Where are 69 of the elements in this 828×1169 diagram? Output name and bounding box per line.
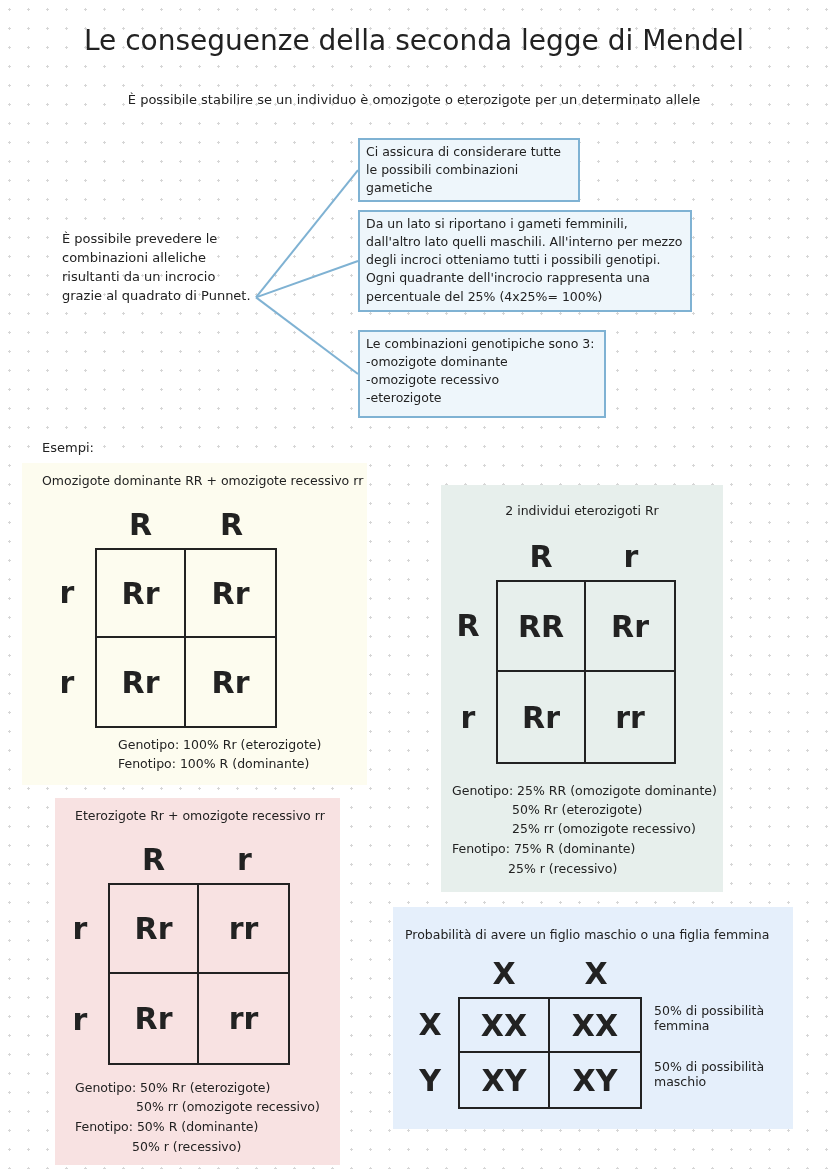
note-text: -omozigote recessivo	[366, 371, 501, 390]
allele-label: X	[491, 959, 517, 989]
punnett-cell: XY	[548, 1051, 642, 1109]
result-text: Genotipo: 25% RR (omozigote dominante)	[452, 783, 717, 798]
phenotype-text: Fenotipo: 100% R (dominante)	[118, 756, 310, 771]
note-text: -eterozigote	[366, 389, 443, 408]
allele-label: R	[140, 845, 167, 875]
allele-label: R	[218, 510, 245, 540]
genotype-text: Genotipo: 100% Rr (eterozigote)	[118, 737, 322, 752]
punnett-cell: Rr	[184, 636, 277, 728]
note-text: Ci assicura di considerare tutte le possibili combinazioni gametiche	[366, 143, 562, 198]
punnett-cell: RR	[496, 580, 586, 672]
note-text: Le combinazioni genotipiche sono 3:	[366, 335, 596, 353]
result-text: Genotipo: 50% Rr (eterozigote)	[75, 1080, 271, 1095]
punnett-cell: rr	[197, 883, 290, 974]
allele-label: X	[583, 959, 609, 989]
punnett-cell: rr	[584, 670, 676, 764]
allele-label: Y	[418, 1066, 442, 1096]
result-text: 50% Rr (eterozigote)	[512, 802, 643, 817]
connector-line	[255, 260, 359, 299]
punnett-cell: XY	[458, 1051, 550, 1109]
allele-label: R	[528, 542, 554, 572]
note-box	[358, 210, 692, 312]
allele-label: r	[459, 703, 477, 733]
example-panel	[22, 463, 367, 785]
punnett-cell: XX	[458, 997, 550, 1053]
result-text: 25% r (recessivo)	[508, 861, 618, 876]
note-box	[358, 138, 580, 203]
punnett-cell: Rr	[95, 636, 186, 728]
note-box	[358, 330, 606, 418]
connector-line	[255, 169, 359, 299]
allele-label: r	[58, 668, 76, 698]
punnett-cell: rr	[197, 972, 290, 1065]
punnett-cell: Rr	[584, 580, 676, 672]
panel-heading: Omozigote dominante RR + omozigote recessivo rr	[42, 473, 364, 488]
allele-label: r	[236, 845, 253, 875]
example-panel	[55, 798, 340, 1165]
panel-heading: Eterozigote Rr + omozigote recessivo rr	[75, 808, 325, 823]
allele-label: r	[622, 542, 640, 572]
allele-label: r	[71, 913, 89, 944]
punnett-cell: Rr	[95, 548, 186, 638]
example-panel	[393, 907, 793, 1129]
connector-line	[255, 296, 359, 375]
punnett-cell: Rr	[496, 670, 586, 764]
result-text: 50% r (recessivo)	[132, 1139, 242, 1154]
section-label: Esempi:	[42, 440, 94, 455]
allele-label: R	[455, 611, 481, 641]
result-text: 25% rr (omozigote recessivo)	[512, 821, 696, 836]
result-text: 50% rr (omozigote recessivo)	[136, 1099, 320, 1114]
example-panel	[441, 485, 723, 892]
punnett-cell: Rr	[108, 972, 199, 1065]
punnett-cell: Rr	[184, 548, 277, 638]
probability-note: 50% di possibilità maschio	[654, 1059, 766, 1089]
allele-label: X	[417, 1010, 443, 1040]
subtitle-text: È possibile stabilire se un individuo è omozigote o eterozigote per un determinato allele	[126, 92, 702, 107]
note-text: -omozigote dominante	[366, 353, 509, 372]
page-title: Le conseguenze della seconda legge di Mendel	[82, 24, 746, 57]
punnett-cell: XX	[548, 997, 642, 1053]
intro-text: È possibile prevedere le combinazioni alleliche risultanti da un incrocio grazie al quadrato di Punnet.	[62, 230, 254, 306]
probability-note: 50% di possibilità femmina	[654, 1003, 766, 1033]
result-text: Fenotipo: 50% R (dominante)	[75, 1119, 259, 1134]
allele-label: r	[58, 578, 76, 608]
result-text: Fenotipo: 75% R (dominante)	[452, 841, 636, 856]
allele-label: R	[127, 510, 154, 540]
note-text: Da un lato si riportano i gameti femminili, dall'altro lato quelli maschili. All'interno per mezzo degli incroci otteniamo tutti i possibili genotipi. Ogni quadrante dell'incrocio rappresenta una percentuale del 25% (4x25%= 100%)	[366, 215, 684, 306]
panel-heading: Probabilità di avere un figlio maschio o una figlia femmina	[405, 927, 770, 942]
punnett-cell: Rr	[108, 883, 199, 974]
panel-heading: 2 individui eterozigoti Rr	[504, 503, 660, 518]
allele-label: r	[71, 1004, 89, 1035]
